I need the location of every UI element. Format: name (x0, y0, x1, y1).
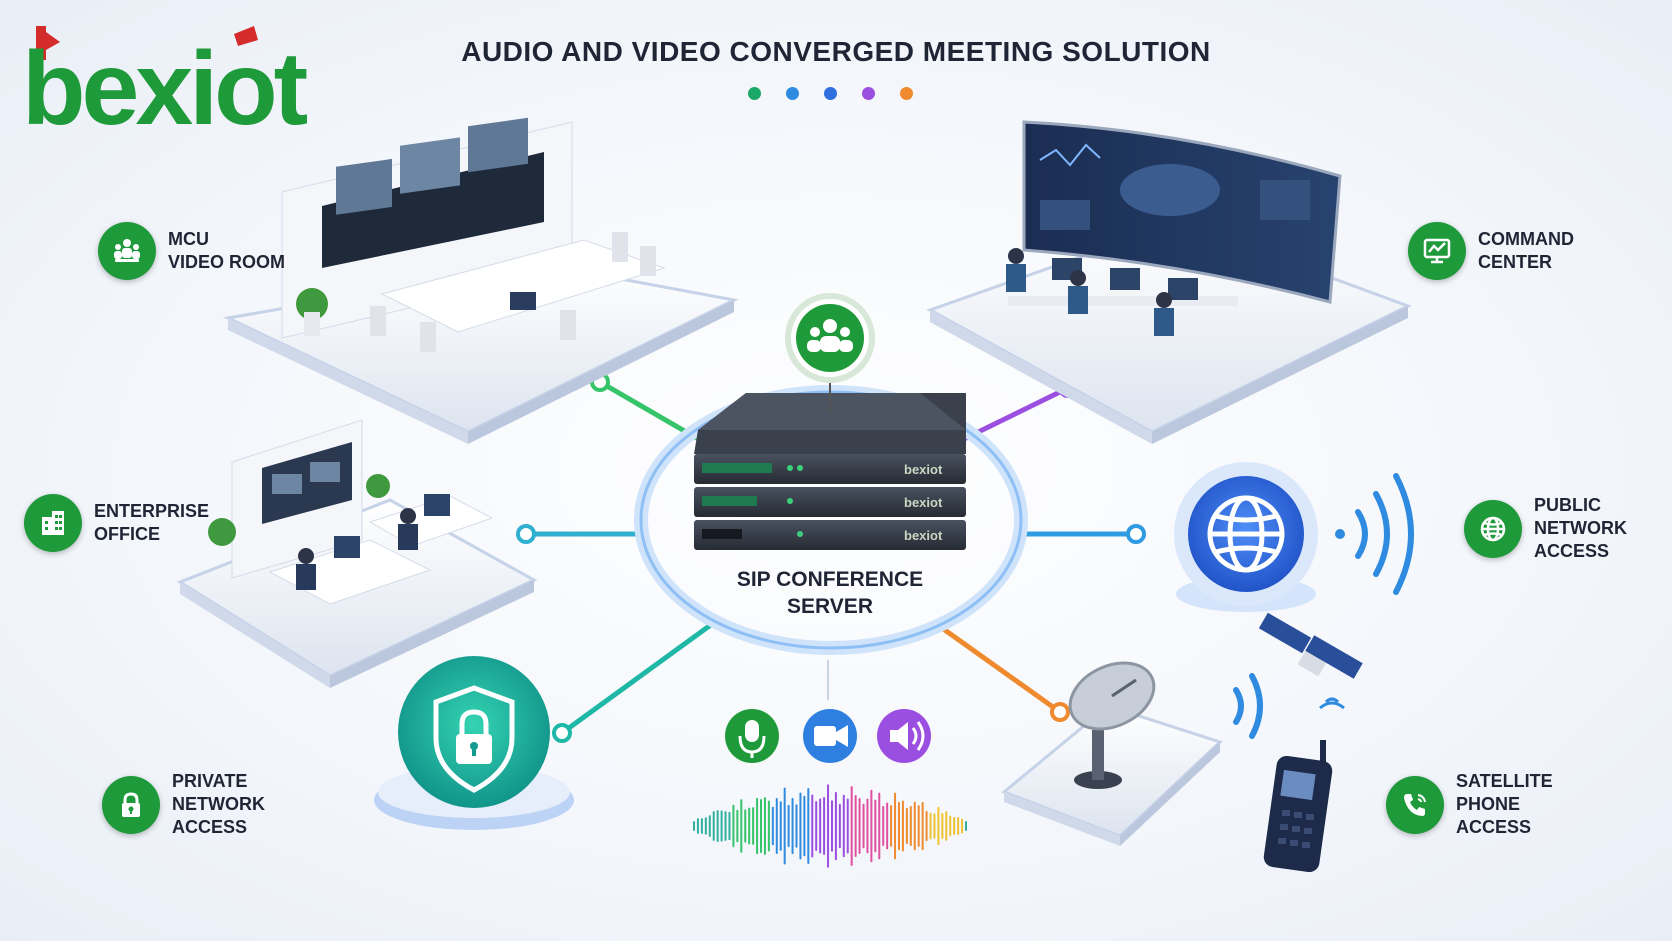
line-private (560, 621, 714, 736)
wireless-waves (1335, 473, 1414, 595)
server-brand-3: bexiot (904, 528, 943, 543)
node-label: PUBLIC NETWORK ACCESS (1534, 495, 1627, 561)
globe-icon (1207, 495, 1285, 573)
bexiot-logo: bexiot (22, 26, 312, 134)
accent-dot (786, 87, 799, 100)
lock-icon (102, 775, 160, 834)
node-private-network-access: PRIVATE NETWORK ACCESS (102, 770, 265, 839)
phone-call-icon (1386, 775, 1444, 834)
conference-pin (785, 293, 875, 412)
server-brand-2: bexiot (904, 495, 943, 510)
connection-lines (516, 372, 1146, 743)
enterprise-office-scene (176, 419, 538, 688)
meeting-people-icon (807, 319, 853, 352)
speaker-icon (890, 721, 925, 751)
satellite-dish-scene (1001, 661, 1263, 846)
node-label: SATELLITE PHONE ACCESS (1456, 771, 1553, 837)
line-satellite (940, 625, 1062, 715)
satellite-phone-device (1263, 740, 1333, 873)
media-icons (725, 660, 931, 763)
building-icon (24, 494, 82, 552)
microphone-icon (738, 720, 766, 758)
node-satellite-phone-access: SATELLITE PHONE ACCESS (1386, 770, 1553, 839)
mcu-video-room-scene (223, 117, 739, 444)
satellite-icon (1258, 612, 1363, 710)
node-label: ENTERPRISE OFFICE (94, 501, 210, 544)
private-network-lock (374, 656, 574, 830)
node-mcu-video-room: MCU VIDEO ROOM (98, 222, 285, 280)
sip-server-stack: bexiot bexiot bexiot (694, 393, 966, 550)
public-network-globe (1174, 462, 1414, 612)
page-title: AUDIO AND VIDEO CONVERGED MEETING SOLUTI… (461, 36, 1211, 67)
video-camera-icon (814, 725, 848, 747)
accent-dot (900, 87, 913, 100)
sip-conference-server-label: SIP CONFERENCE SERVER (736, 568, 924, 618)
node-enterprise-office: ENTERPRISE OFFICE (24, 494, 209, 552)
globe-icon (1464, 499, 1522, 558)
monitor-chart-icon (1408, 222, 1466, 280)
accent-dot (824, 87, 837, 100)
node-public-network-access: PUBLIC NETWORK ACCESS (1464, 494, 1627, 563)
node-label: COMMAND CENTER (1478, 229, 1574, 272)
accent-dots (748, 87, 913, 100)
accent-dot (862, 87, 875, 100)
node-command-center: COMMAND CENTER (1408, 222, 1574, 280)
accent-dot (748, 87, 761, 100)
line-mcu (598, 379, 702, 443)
sound-waveform (693, 784, 967, 868)
meeting-people-icon (98, 222, 156, 280)
command-center-scene (926, 120, 1412, 444)
node-label: PRIVATE NETWORK ACCESS (172, 771, 265, 837)
server-brand-1: bexiot (904, 462, 943, 477)
node-label: MCU VIDEO ROOM (168, 229, 286, 272)
svg-text:bexiot: bexiot (22, 31, 308, 134)
